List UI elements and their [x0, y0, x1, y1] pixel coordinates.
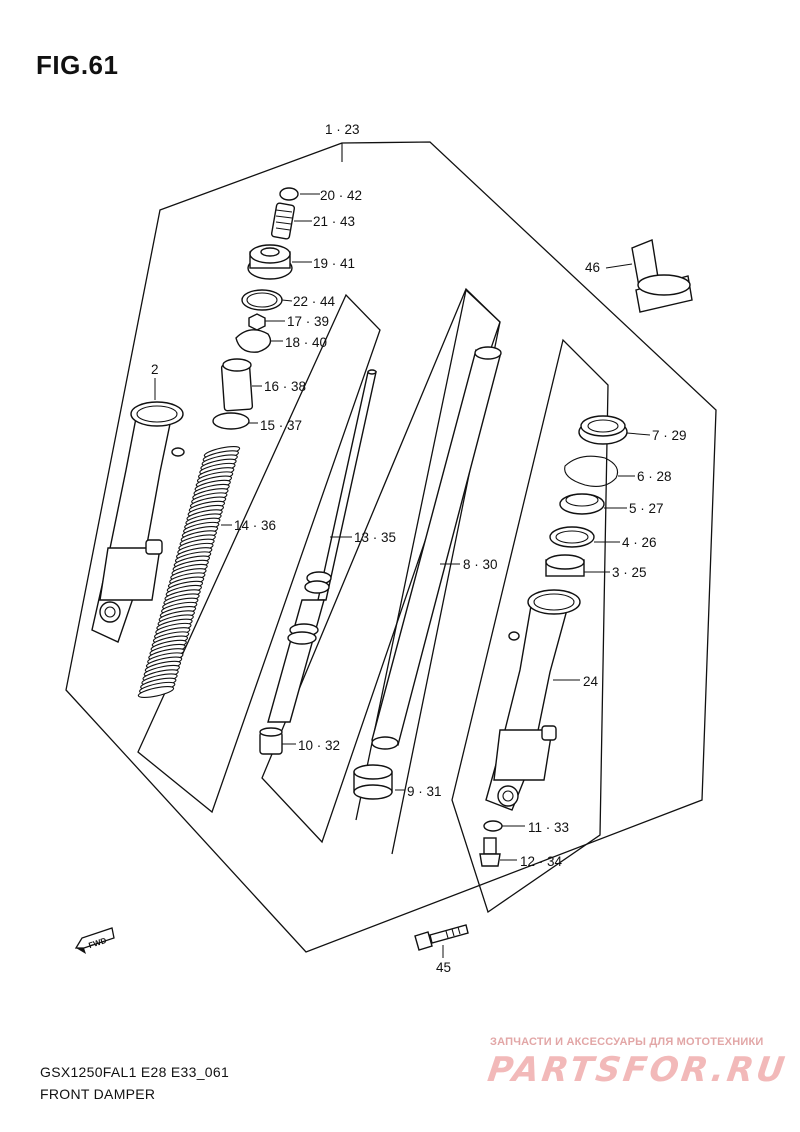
callout-3-25: 3 · 25 — [612, 565, 647, 580]
callout-13-35: 13 · 35 — [354, 530, 396, 545]
callout-2: 2 — [151, 362, 159, 377]
part-12-bolt — [479, 837, 501, 867]
frame-right-group — [451, 338, 609, 914]
callout-16-38: 16 · 38 — [264, 379, 306, 394]
part-14-spring — [137, 446, 241, 698]
figure-title: FIG.61 — [36, 50, 119, 80]
part-18-washer — [235, 329, 272, 353]
callout-45: 45 — [436, 960, 451, 975]
frame-left-group — [137, 293, 381, 814]
leader-lines — [154, 193, 651, 958]
part-17-nut — [248, 313, 266, 331]
callout-24: 24 — [583, 674, 599, 689]
assembly-boundary — [65, 141, 717, 953]
callout-17-39: 17 · 39 — [287, 314, 329, 329]
watermark-logo: PARTSFOR.RU — [485, 1050, 790, 1090]
part-15-ring — [212, 412, 250, 430]
figure-name: FRONT DAMPER — [40, 1086, 156, 1102]
part-8-inner-tube — [371, 346, 502, 750]
part-5-oil-seal — [559, 493, 605, 515]
callout-1-23: 1 · 23 — [325, 122, 360, 137]
callout-21-43: 21 · 43 — [313, 214, 355, 229]
part-46-guard — [631, 239, 693, 313]
callout-6-28: 6 · 28 — [637, 469, 672, 484]
callout-22-44: 22 · 44 — [293, 294, 336, 309]
callout-11-33: 11 · 33 — [528, 820, 569, 835]
callout-5-27: 5 · 27 — [629, 501, 664, 516]
callout-20-42: 20 · 42 — [320, 188, 362, 203]
part-19-cap-bolt — [247, 244, 293, 280]
part-10-oil-lock-piece — [259, 727, 283, 755]
frame-tube-group — [355, 288, 501, 855]
part-6-stopper-ring — [564, 455, 619, 487]
callout-9-31: 9 · 31 — [407, 784, 442, 799]
fwd-arrow-icon: FWD — [74, 927, 115, 954]
watermark-tagline: ЗАПЧАСТИ И АКСЕССУАРЫ ДЛЯ МОТОТЕХНИКИ — [490, 1036, 764, 1048]
callout-18-40: 18 · 40 — [285, 335, 327, 350]
part-4-washer — [549, 526, 595, 548]
callout-7-29: 7 · 29 — [652, 428, 687, 443]
part-9-bushing — [353, 764, 393, 800]
part-2-outer-tube-left — [91, 401, 185, 643]
part-11-washer — [483, 820, 503, 832]
callout-15-37: 15 · 37 — [260, 418, 302, 433]
part-24-outer-tube-right — [485, 589, 581, 811]
part-13-damper-rod — [267, 369, 377, 723]
callout-10-32: 10 · 32 — [298, 738, 340, 753]
callout-46: 46 — [585, 260, 600, 275]
part-16-spacer — [220, 358, 254, 412]
callout-12-34: 12 · 34 — [520, 854, 563, 869]
part-20-o-ring — [279, 187, 299, 201]
model-code: GSX1250FAL1 E28 E33_061 — [40, 1064, 230, 1080]
part-21-adjuster — [270, 202, 296, 240]
callout-19-41: 19 · 41 — [313, 256, 355, 271]
callout-8-30: 8 · 30 — [463, 557, 498, 572]
callout-4-26: 4 · 26 — [622, 535, 657, 550]
spring-coil — [137, 686, 175, 698]
part-45-bolt — [414, 924, 469, 951]
callout-14-36: 14 · 36 — [234, 518, 276, 533]
